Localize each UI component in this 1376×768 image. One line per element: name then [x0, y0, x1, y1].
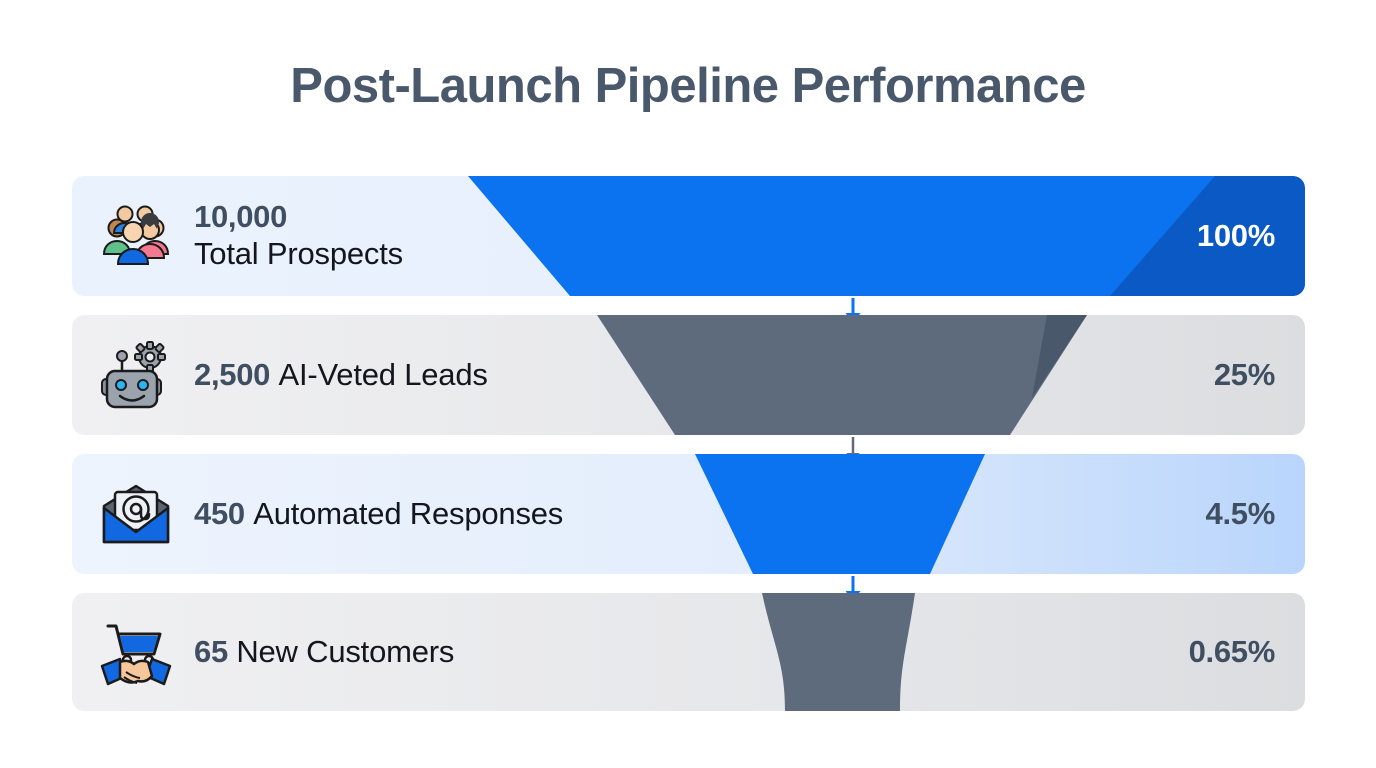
stage-shape-automated-responses	[72, 454, 1305, 574]
robot-gear-icon	[100, 339, 172, 411]
stage-content-new-customers: 65 New Customers 0.65%	[72, 593, 1305, 711]
stage-value-new-customers: 65	[194, 633, 228, 669]
stage-name-new-customers: New Customers	[236, 633, 455, 669]
funnel-chart: 10,000 Total Prospects 100%	[72, 176, 1305, 711]
stage-content-ai-veted-leads: 2,500 AI-Veted Leads 25%	[72, 315, 1305, 435]
funnel-stage-automated-responses[interactable]: 450 Automated Responses 4.5%	[72, 454, 1305, 574]
stage-percent-new-customers: 0.65%	[1188, 634, 1276, 669]
funnel-stage-ai-veted-leads[interactable]: 2,500 AI-Veted Leads 25%	[72, 315, 1305, 435]
cart-handshake-icon	[100, 616, 172, 688]
stage-value-total-prospects: 10,000	[194, 199, 288, 235]
stage-name-ai-veted-leads: AI-Veted Leads	[278, 356, 488, 392]
stage-value-ai-veted-leads: 2,500	[194, 356, 271, 392]
stage-percent-total-prospects: 100%	[1196, 218, 1275, 253]
funnel-stage-total-prospects[interactable]: 10,000 Total Prospects 100%	[72, 176, 1305, 296]
stage-name-automated-responses: Automated Responses	[253, 495, 564, 531]
stage-label-ai-veted-leads: 2,500 AI-Veted Leads	[194, 357, 1214, 394]
stage-shape-new-customers	[72, 593, 1305, 711]
stage-percent-ai-veted-leads: 25%	[1213, 357, 1275, 392]
stage-shape-total-prospects	[72, 176, 1305, 296]
people-group-icon	[100, 200, 172, 272]
funnel-stage-new-customers[interactable]: 65 New Customers 0.65%	[72, 593, 1305, 711]
stage-label-total-prospects: 10,000 Total Prospects	[194, 199, 1197, 272]
page-title: Post-Launch Pipeline Performance	[290, 59, 1086, 113]
stage-shape-ai-veted-leads	[72, 315, 1305, 435]
email-at-icon	[100, 478, 172, 550]
stage-label-automated-responses: 450 Automated Responses	[194, 496, 1206, 533]
stage-label-new-customers: 65 New Customers	[194, 634, 1189, 671]
stage-content-total-prospects: 10,000 Total Prospects 100%	[72, 176, 1305, 296]
stage-value-automated-responses: 450	[194, 495, 245, 531]
stage-content-automated-responses: 450 Automated Responses 4.5%	[72, 454, 1305, 574]
stage-name-total-prospects: Total Prospects	[194, 236, 403, 271]
stage-percent-automated-responses: 4.5%	[1205, 496, 1276, 531]
